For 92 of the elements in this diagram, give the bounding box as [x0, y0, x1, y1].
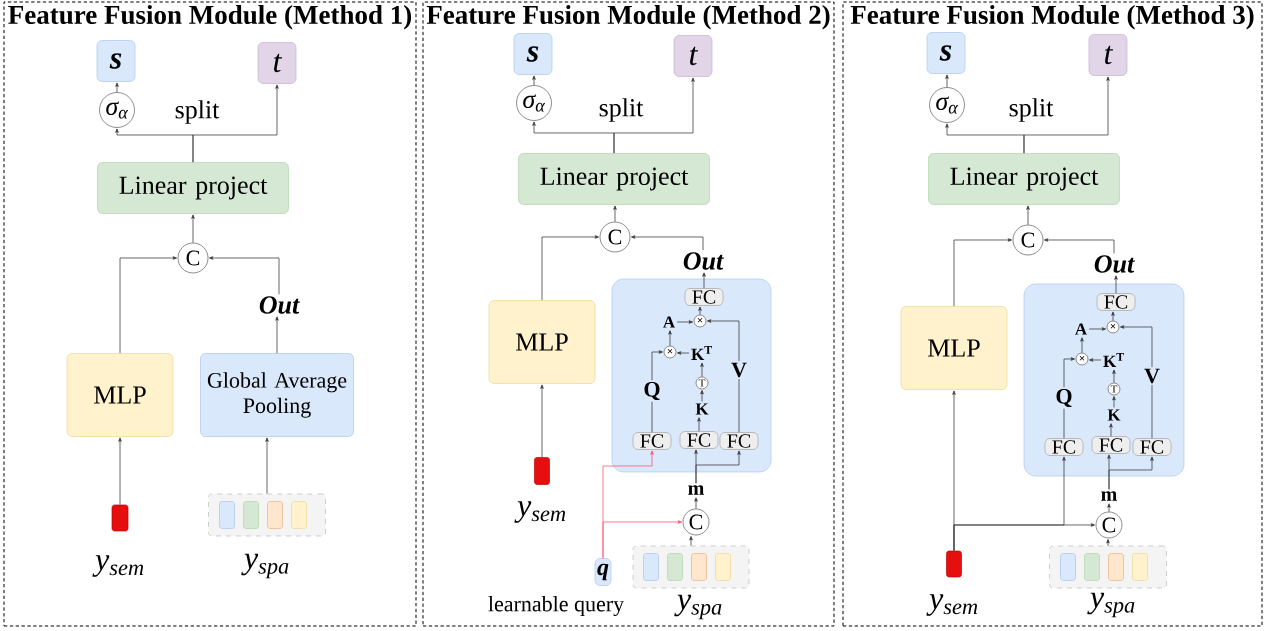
arrow [953, 523, 1095, 552]
process-box: Linear project [928, 153, 1120, 205]
variable-label: y$_{sem}$ [514, 501, 566, 523]
output-label: Out [259, 296, 300, 314]
arrow [119, 256, 177, 354]
fc-box: FC [1091, 436, 1131, 454]
arrow [613, 77, 695, 154]
matrix-label: A [663, 316, 675, 328]
feature-label: m [1101, 491, 1117, 501]
query-box: q [594, 558, 612, 586]
output-box: s [513, 33, 553, 75]
annotation-text: split [1009, 98, 1054, 122]
arrow [1063, 357, 1075, 439]
arrow [540, 384, 544, 458]
arrow [209, 256, 280, 295]
annotation-text: split [175, 100, 220, 124]
arrow [677, 351, 690, 355]
fc-box: FC [719, 432, 759, 450]
arrow [700, 362, 704, 378]
arrow [275, 316, 279, 354]
matrix-label: K [1107, 409, 1121, 421]
variable-label: y$_{spa}$ [241, 553, 289, 579]
fc-box: FC [632, 432, 672, 450]
arrow [1111, 311, 1115, 322]
arrow [1023, 76, 1110, 154]
variable-label: y$_{spa}$ [1087, 592, 1135, 618]
arrow [1114, 275, 1118, 294]
arrow [191, 214, 195, 244]
arrow [945, 74, 949, 88]
output-box: t [673, 35, 713, 77]
arrow [115, 82, 119, 93]
arrow [1080, 337, 1084, 354]
arrow [1112, 396, 1116, 408]
arrow [1088, 327, 1106, 331]
arrow [1112, 369, 1116, 384]
arrow [1089, 358, 1102, 362]
arrow [613, 205, 617, 223]
caption-text: learnable query [488, 596, 625, 616]
matrix-label: K$^{T}$ [691, 346, 712, 360]
matrix-label: K$^{T}$ [1103, 353, 1124, 367]
process-box: Global Average Pooling [200, 353, 354, 437]
process-box: MLP [900, 306, 1008, 390]
arrow [541, 235, 599, 301]
process-box: Linear project [97, 162, 289, 214]
arrow [689, 536, 693, 547]
output-box: t [257, 42, 297, 84]
arrow [265, 437, 269, 495]
annotation-text: split [599, 98, 644, 122]
edge-label: Q [1053, 387, 1075, 409]
arrow [668, 330, 672, 347]
arrow [694, 497, 698, 510]
fc-box: FC [684, 288, 724, 306]
arrow [676, 320, 693, 324]
process-box: MLP [488, 300, 596, 384]
feature-label: m [688, 485, 704, 495]
variable-label: y$_{sem}$ [926, 594, 978, 616]
arrow [1120, 325, 1153, 439]
arrow [1109, 423, 1113, 437]
variable-label: y$_{spa}$ [674, 594, 722, 620]
arrow [953, 238, 1012, 307]
arrow [651, 350, 663, 433]
arrow [697, 417, 701, 432]
fc-box: FC [679, 431, 719, 449]
arrow [532, 75, 536, 86]
fc-box: FC [1132, 438, 1172, 456]
matrix-label: A [1075, 323, 1087, 335]
arrow [1044, 238, 1115, 254]
variable-label: y$_{sem}$ [92, 555, 144, 577]
arrow [602, 450, 654, 559]
arrow [700, 390, 704, 402]
arrow [192, 84, 279, 163]
matrix-label: K [695, 403, 709, 415]
arrow [1108, 456, 1154, 490]
arrow [1026, 205, 1030, 226]
output-box: t [1088, 34, 1128, 76]
arrow [118, 437, 122, 506]
fc-box: FC [1044, 438, 1084, 456]
arrow [695, 450, 741, 484]
process-box: MLP [66, 353, 174, 437]
process-box: Linear project [518, 153, 710, 205]
fc-box: FC [1096, 293, 1136, 311]
arrow [702, 272, 706, 289]
edge-label: Q [641, 380, 663, 402]
arrow [1107, 503, 1111, 513]
arrow [698, 306, 702, 316]
output-box: s [926, 32, 966, 74]
output-box: s [96, 40, 136, 82]
output-label: Out [683, 252, 724, 270]
arrow [707, 319, 740, 433]
output-label: Out [1094, 255, 1135, 273]
arrow [1106, 539, 1110, 547]
arrow [631, 235, 704, 251]
